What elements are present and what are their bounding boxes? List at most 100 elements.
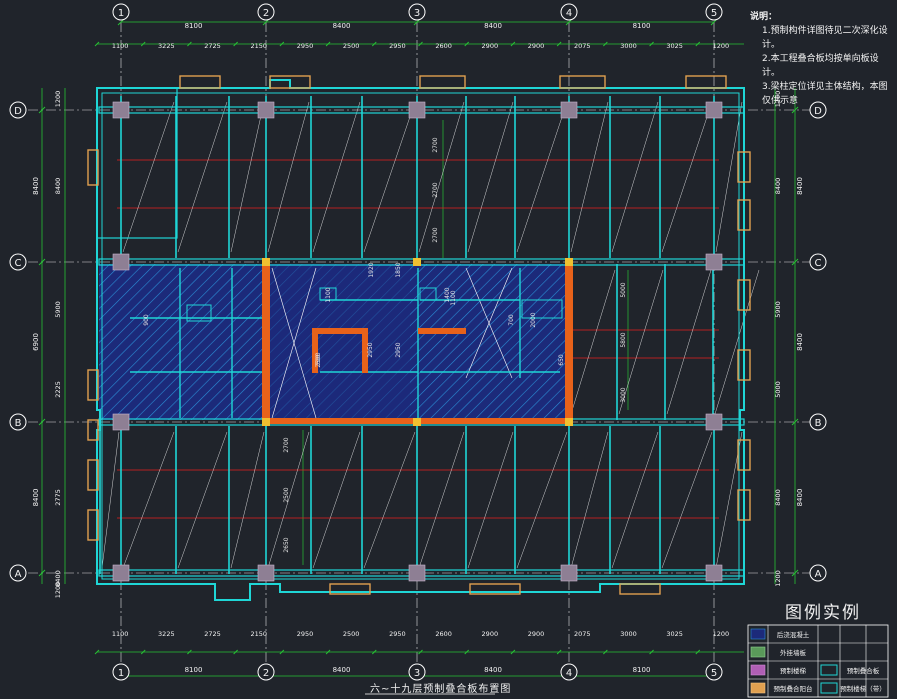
dim-right-sub-4: 8400: [774, 489, 782, 506]
dim-tick: [38, 569, 46, 577]
panel-diagonal: [715, 101, 743, 253]
panel-diagonal: [363, 431, 416, 569]
dim-sub-tick: [371, 649, 377, 655]
legend-swatch-1: [750, 646, 766, 658]
dim-bottom-sub-2: 2725: [204, 630, 221, 638]
dim-top-sub-10: 2075: [574, 42, 591, 50]
design-notes: 说明： 1.预制构件详图待见二次深化设计。 2.本工程叠合板均按单向板设计。 3…: [750, 10, 895, 108]
core-column-4: [413, 418, 421, 426]
shaft-cross-4: [465, 267, 513, 379]
dim-left-sub-0: 1200: [54, 91, 62, 108]
column-12: [705, 413, 723, 431]
core-column-3: [262, 418, 270, 426]
core-room-0: [186, 304, 212, 322]
column-9: [560, 564, 578, 582]
legend-swatch-2: [750, 664, 766, 676]
axis-label-2: 2: [263, 8, 269, 19]
note-item-1: 1.预制构件详图待见二次深化设计。: [762, 26, 888, 50]
core-slab-area: [99, 264, 565, 420]
plan-title: 六~十九层预制叠合板布置图: [370, 684, 512, 695]
dim-top-sub-1: 3225: [158, 42, 175, 50]
panel-diagonal: [714, 269, 760, 415]
dim-sub-tick: [233, 41, 238, 47]
dim-tick: [38, 418, 46, 426]
core-wall-4: [318, 328, 366, 334]
axis-bubble-1: [112, 663, 130, 681]
dim-sub-tick: [94, 41, 100, 47]
panel-diagonal: [267, 101, 310, 253]
inner-dim-3: 1920: [368, 262, 375, 277]
dim-bottom-sub-13: 1200: [713, 630, 730, 638]
facade-right-1: [737, 199, 751, 231]
dim-right-sub-0: 1200: [774, 91, 782, 108]
panel-diagonal: [666, 269, 712, 415]
dim-sub-tick: [325, 649, 331, 655]
dim-left-sub-3: 2225: [54, 381, 62, 398]
facade-top-1: [269, 75, 311, 89]
panel-diagonal: [618, 269, 664, 415]
panel-diagonal: [363, 101, 416, 253]
column-3: [112, 564, 130, 582]
inner-dim-18: 700: [508, 314, 515, 326]
dim-bottom-sub-7: 2600: [435, 630, 452, 638]
dim-bottom-sub-11: 3000: [620, 630, 637, 638]
panel-diagonal: [122, 101, 175, 253]
axis-bubble-4: [560, 3, 578, 21]
panel-diagonal: [570, 101, 609, 253]
axis-label-5: 5: [711, 668, 717, 679]
dim-sub-tick: [695, 649, 701, 655]
axis-label-4: 4: [566, 668, 572, 679]
dim-sub-tick: [695, 41, 701, 47]
core-room-2: [319, 287, 337, 301]
column-0: [112, 101, 130, 119]
beam-band-1: [98, 258, 745, 266]
dim-top-sub-5: 2500: [343, 42, 360, 50]
panel-diagonal: [101, 431, 120, 569]
legend-label-0: 后浇混凝土: [777, 630, 810, 639]
panel-diagonal: [570, 269, 616, 415]
dim-top-sub-8: 2900: [482, 42, 499, 50]
dim-sub-tick: [187, 649, 192, 655]
axis-bubble-A: [9, 564, 27, 582]
dim-tick: [791, 258, 799, 266]
dim-bottom-sub-0: 1100: [112, 630, 129, 638]
dim-sub-tick: [464, 41, 470, 47]
dim-top-main-1: 8400: [333, 22, 351, 30]
dim-left-sub-1: 8400: [54, 178, 62, 195]
panel-diagonal: [230, 431, 265, 569]
dim-top-sub-4: 2950: [297, 42, 314, 50]
facade-right-0: [737, 151, 751, 183]
axis-bubble-A: [809, 564, 827, 582]
dim-left-sub-5: 8400: [54, 570, 62, 587]
facade-left-3: [87, 459, 99, 491]
panel-diagonal: [177, 101, 228, 253]
panel-diagonal: [661, 431, 713, 569]
panel-diagonal: [177, 431, 228, 569]
column-8: [560, 101, 578, 119]
axis-label-4: 4: [566, 8, 572, 19]
dim-sub-tick: [603, 41, 608, 47]
core-column-1: [413, 258, 421, 266]
facade-left-0: [87, 149, 99, 186]
inner-dim-8: 2700: [283, 437, 290, 452]
dim-tick: [791, 418, 799, 426]
dim-top-sub-2: 2725: [204, 42, 221, 50]
inner-dim-14: 2500: [283, 487, 290, 502]
core-column-0: [262, 258, 270, 266]
inner-dim-17: 700: [315, 354, 322, 366]
axis-label-A: A: [15, 569, 22, 580]
dim-top-main-0: 8100: [185, 22, 203, 30]
dim-sub-tick: [603, 649, 608, 655]
column-6: [408, 101, 426, 119]
panel-diagonal: [467, 101, 514, 253]
facade-right-3: [737, 349, 751, 381]
core-room-3: [419, 287, 437, 301]
dim-sub-tick: [94, 649, 100, 655]
note-item-2: 2.本工程叠合板均按单向板设计。: [762, 54, 879, 78]
dim-sub-tick: [140, 649, 146, 655]
core-wall-6: [312, 328, 318, 373]
facade-bottom-2: [619, 583, 661, 595]
dim-bottom-main-2: 8400: [484, 666, 502, 674]
axis-bubble-C: [809, 253, 827, 271]
dim-top-main-2: 8400: [484, 22, 502, 30]
